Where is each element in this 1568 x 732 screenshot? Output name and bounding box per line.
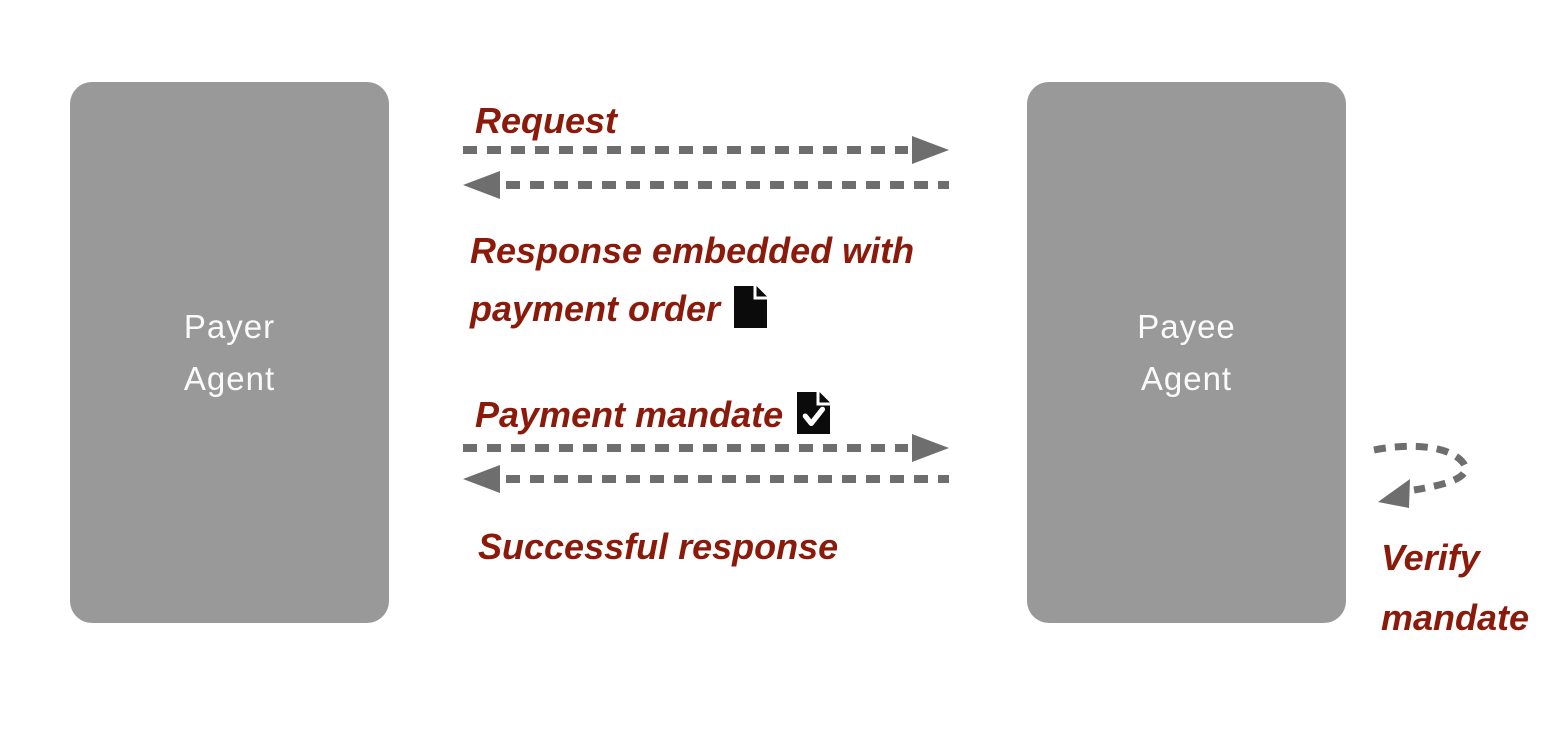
request-arrow-right bbox=[463, 136, 949, 164]
mandate-arrow-right bbox=[463, 434, 949, 462]
payee-agent-label-line1: Payee bbox=[1137, 307, 1236, 345]
payee-agent-label-line2: Agent bbox=[1140, 359, 1233, 397]
payer-agent-box: Payer Agent bbox=[70, 82, 389, 623]
response-embedded-label-line1: Response embedded with bbox=[470, 230, 915, 271]
verify-loop-arrow bbox=[1373, 442, 1469, 508]
document-check-icon bbox=[797, 392, 831, 434]
response-embedded-label: Response embedded with payment order bbox=[470, 222, 914, 338]
successful-response-label: Successful response bbox=[478, 526, 839, 567]
verify-mandate-label: Verify mandate bbox=[1381, 528, 1529, 648]
document-icon bbox=[734, 286, 768, 328]
payee-agent-label: Payee Agent bbox=[1137, 301, 1236, 405]
payer-agent-label-line2: Agent bbox=[183, 359, 276, 397]
verify-mandate-label-line1: Verify bbox=[1381, 537, 1480, 578]
verify-mandate-label-line2: mandate bbox=[1381, 597, 1530, 638]
payer-agent-label-line1: Payer bbox=[183, 307, 276, 345]
request-label: Request bbox=[475, 100, 618, 141]
payment-mandate-label-text: Payment mandate bbox=[475, 394, 784, 435]
success-arrow-left bbox=[463, 465, 949, 493]
payee-agent-box: Payee Agent bbox=[1027, 82, 1346, 623]
payment-mandate-label: Payment mandate bbox=[475, 386, 831, 444]
payer-agent-label: Payer Agent bbox=[184, 301, 275, 405]
response-embedded-label-line2: payment order bbox=[470, 288, 721, 329]
response-arrow-left bbox=[463, 171, 949, 199]
